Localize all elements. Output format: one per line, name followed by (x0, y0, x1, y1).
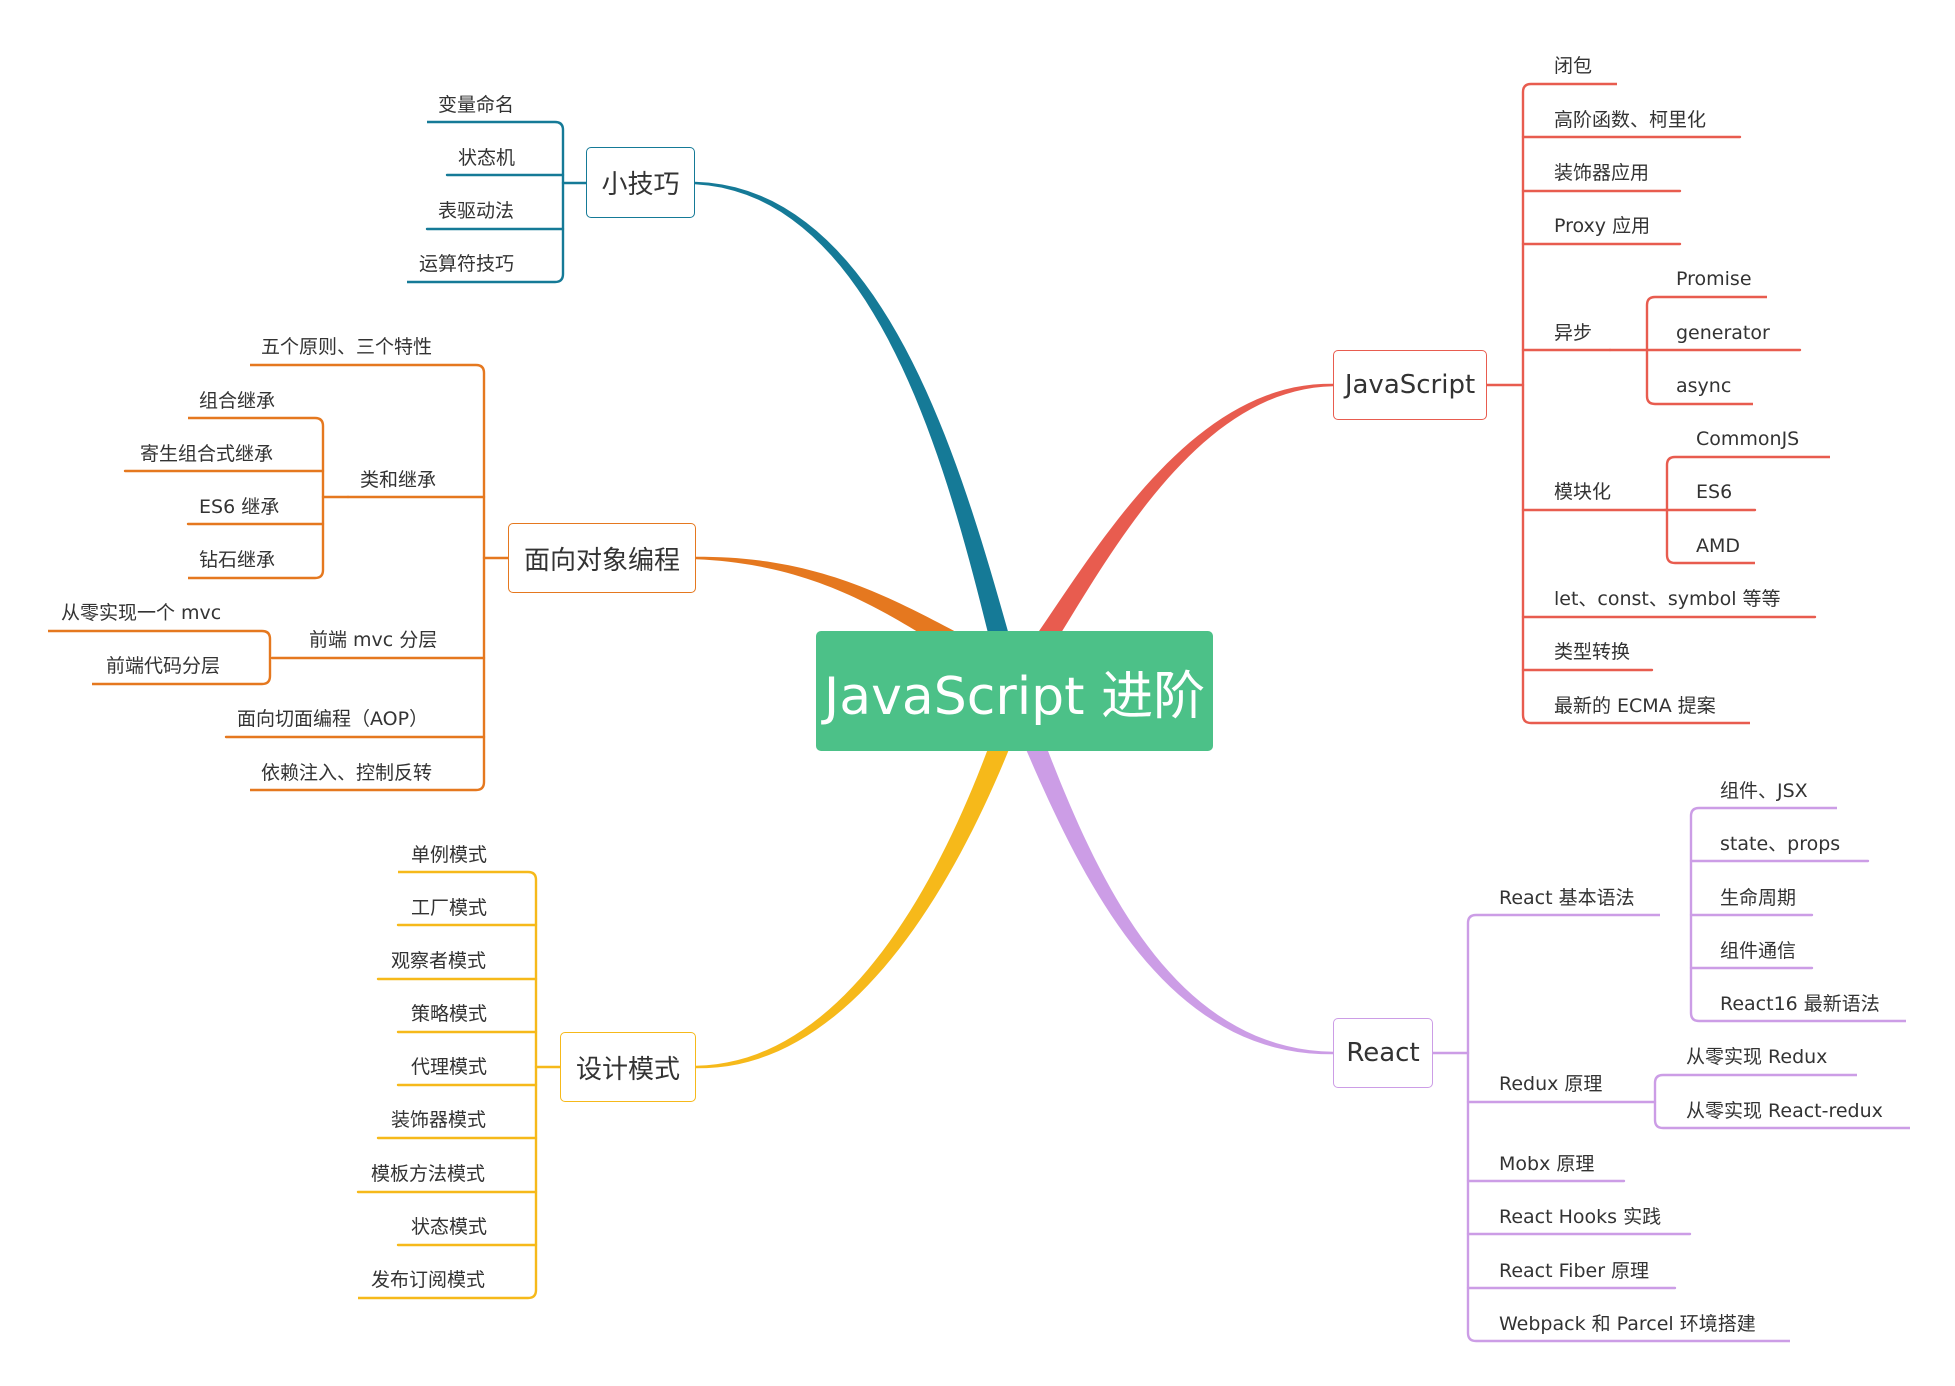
react-hooks[interactable]: React Hooks 实践 (1499, 1206, 1662, 1228)
oop-di[interactable]: 依赖注入、控制反转 (261, 762, 433, 784)
branch-javascript[interactable]: JavaScript (1333, 350, 1487, 420)
basics-item[interactable]: React16 最新语法 (1720, 993, 1880, 1015)
tips-item[interactable]: 运算符技巧 (419, 253, 515, 275)
inheritance-item[interactable]: 组合继承 (199, 390, 276, 412)
js-module[interactable]: 模块化 (1554, 481, 1612, 503)
module-item[interactable]: CommonJS (1696, 428, 1800, 450)
oop-inheritance[interactable]: 类和继承 (360, 469, 437, 491)
branch-tips[interactable]: 小技巧 (586, 147, 695, 218)
pattern-item[interactable]: 工厂模式 (411, 897, 488, 919)
js-proxy[interactable]: Proxy 应用 (1554, 215, 1651, 237)
redux-leaf-line (1653, 1073, 1857, 1084)
oop-mvc[interactable]: 前端 mvc 分层 (309, 629, 438, 651)
pattern-item[interactable]: 观察者模式 (391, 950, 487, 972)
main-branch-oop (695, 556, 955, 649)
react-leaf-line (1466, 1332, 1790, 1343)
main-branch-tips (694, 181, 1010, 643)
tips-item[interactable]: 表驱动法 (438, 200, 515, 222)
pattern-item[interactable]: 代理模式 (411, 1056, 488, 1078)
basics-item[interactable]: 生命周期 (1720, 887, 1797, 909)
tips-item[interactable]: 状态机 (458, 147, 516, 169)
mvc-leaf-line (92, 675, 272, 686)
inheritance-item[interactable]: ES6 继承 (199, 496, 280, 518)
tips-item[interactable]: 变量命名 (438, 94, 515, 116)
javascript-leaf-line (1521, 82, 1617, 93)
basics-item[interactable]: 组件通信 (1720, 940, 1797, 962)
react-fiber[interactable]: React Fiber 原理 (1499, 1260, 1650, 1282)
central-topic[interactable]: JavaScript 进阶 (816, 631, 1213, 751)
tips-leaf-line (407, 273, 565, 284)
async-item[interactable]: Promise (1676, 268, 1752, 290)
async-leaf-line (1645, 395, 1753, 406)
js-types[interactable]: 类型转换 (1554, 641, 1631, 663)
react-redux[interactable]: Redux 原理 (1499, 1073, 1603, 1095)
main-branch-patterns (695, 741, 1010, 1069)
inheritance-leaf-line (188, 416, 325, 427)
pattern-item[interactable]: 模板方法模式 (371, 1163, 486, 1185)
redux-leaf-line (1653, 1119, 1910, 1130)
module-leaf-line (1665, 455, 1830, 466)
js-hof[interactable]: 高阶函数、柯里化 (1554, 109, 1707, 131)
oop-leaf-line (250, 363, 486, 374)
inheritance-item[interactable]: 寄生组合式继承 (140, 443, 274, 465)
react-webpack[interactable]: Webpack 和 Parcel 环境搭建 (1499, 1313, 1756, 1335)
branch-react[interactable]: React (1333, 1018, 1433, 1088)
react-basics[interactable]: React 基本语法 (1499, 887, 1635, 909)
inheritance-leaf-line (188, 569, 325, 580)
basics-item[interactable]: state、props (1720, 833, 1841, 855)
branch-design-patterns[interactable]: 设计模式 (560, 1032, 696, 1102)
module-item[interactable]: ES6 (1696, 481, 1733, 503)
js-ecma[interactable]: 最新的 ECMA 提案 (1554, 695, 1716, 717)
js-es6[interactable]: let、const、symbol 等等 (1554, 588, 1781, 610)
async-leaf-line (1645, 295, 1767, 306)
module-item[interactable]: AMD (1696, 535, 1741, 557)
mvc-item[interactable]: 前端代码分层 (106, 655, 221, 677)
basics-item[interactable]: 组件、JSX (1720, 780, 1808, 802)
js-closure[interactable]: 闭包 (1554, 55, 1593, 77)
async-item[interactable]: generator (1676, 322, 1770, 344)
main-branch-javascript (1036, 383, 1334, 646)
react-mobx[interactable]: Mobx 原理 (1499, 1153, 1595, 1175)
branch-oop[interactable]: 面向对象编程 (508, 523, 696, 593)
mvc-leaf-line (48, 629, 272, 640)
oop-leaf-line (250, 781, 486, 792)
module-leaf-line (1665, 554, 1755, 565)
mvc-item[interactable]: 从零实现一个 mvc (61, 602, 222, 624)
js-decorator[interactable]: 装饰器应用 (1554, 162, 1650, 184)
basics-leaf-line (1689, 1012, 1906, 1023)
pattern-item[interactable]: 状态模式 (411, 1216, 488, 1238)
inheritance-item[interactable]: 钻石继承 (199, 549, 276, 571)
redux-item[interactable]: 从零实现 Redux (1686, 1046, 1828, 1068)
tips-leaf-line (427, 120, 565, 131)
pattern-leaf-line (358, 1289, 538, 1300)
pattern-item[interactable]: 单例模式 (411, 844, 488, 866)
react-leaf-line (1466, 913, 1660, 924)
pattern-item[interactable]: 发布订阅模式 (371, 1269, 486, 1291)
javascript-leaf-line (1521, 714, 1750, 725)
basics-leaf-line (1689, 806, 1837, 817)
redux-item[interactable]: 从零实现 React-redux (1686, 1100, 1883, 1122)
oop-principles[interactable]: 五个原则、三个特性 (261, 336, 433, 358)
pattern-item[interactable]: 策略模式 (411, 1003, 488, 1025)
main-branch-react (1025, 741, 1334, 1055)
oop-aop[interactable]: 面向切面编程（AOP） (237, 708, 429, 730)
async-item[interactable]: async (1676, 375, 1732, 397)
pattern-item[interactable]: 装饰器模式 (391, 1109, 487, 1131)
js-async[interactable]: 异步 (1554, 322, 1593, 344)
pattern-leaf-line (398, 870, 538, 881)
